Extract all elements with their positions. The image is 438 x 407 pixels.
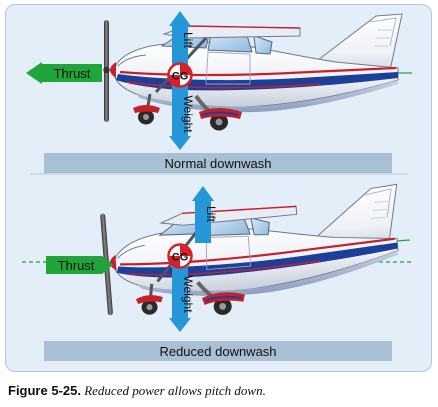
figure-number: Figure 5-25. (8, 383, 81, 398)
airplane-icon (96, 182, 408, 326)
lift-arrow-icon (192, 186, 214, 243)
thrust-label: Thrust (54, 66, 91, 81)
lift-label: Lift (204, 206, 218, 223)
downwash-bar (44, 153, 392, 173)
thrust-arrow-icon (46, 256, 113, 274)
diagram-canvas: Thrust Lift Weight CG (22, 11, 412, 361)
cg-marker-icon (167, 62, 193, 88)
figure-caption-text: Reduced power allows pitch down. (84, 383, 266, 398)
downwash-label: Reduced downwash (159, 344, 276, 359)
lift-label: Lift (181, 32, 195, 49)
cg-marker-icon (167, 243, 193, 269)
downwash-bar (44, 341, 392, 361)
thrust-arrow-icon (26, 62, 102, 84)
panel-reduced: Thrust Lift Weight CG Reduced do (22, 182, 412, 361)
weight-label: Weight (181, 275, 195, 313)
thrust-label: Thrust (58, 258, 95, 273)
lift-arrow-icon (169, 11, 191, 70)
airplane-icon (101, 12, 405, 133)
cg-label: CG (172, 71, 189, 83)
weight-arrow-icon (169, 266, 191, 332)
weight-label: Weight (181, 95, 195, 133)
weight-arrow-icon (169, 82, 191, 150)
cg-label: CG (172, 252, 189, 264)
panel-normal: Thrust Lift Weight CG (26, 11, 412, 173)
figure-caption: Figure 5-25. Reduced power allows pitch … (8, 383, 266, 399)
downwash-label: Normal downwash (165, 156, 272, 171)
